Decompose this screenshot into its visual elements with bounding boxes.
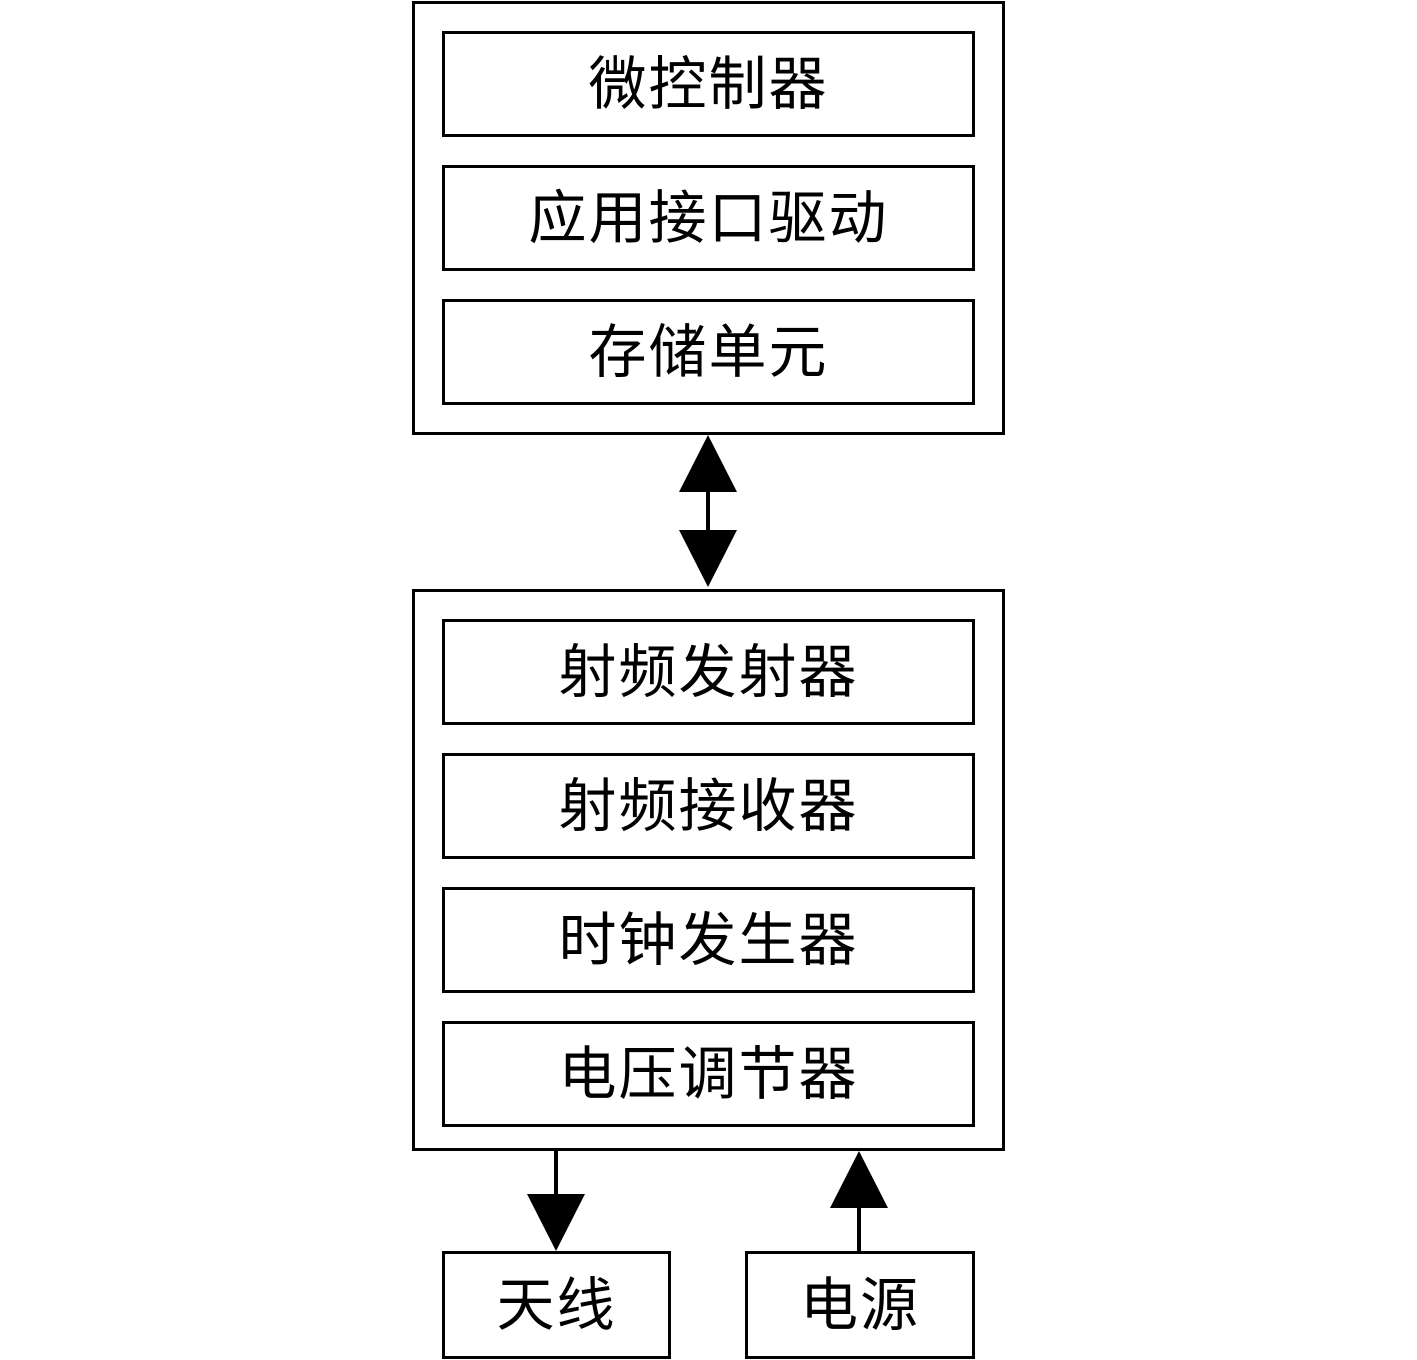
block-label: 天线 xyxy=(496,1271,617,1339)
block-label: 射频发射器 xyxy=(558,638,859,706)
block-app-interface-driver: 应用接口驱动 xyxy=(442,165,975,271)
block-microcontroller: 微控制器 xyxy=(442,31,975,137)
arrow-from-power xyxy=(830,1151,888,1251)
block-rf-receiver: 射频接收器 xyxy=(442,753,975,859)
block-label: 存储单元 xyxy=(588,318,829,386)
block-label: 电源 xyxy=(799,1271,920,1339)
arrow-to-antenna xyxy=(527,1151,585,1251)
block-label: 时钟发生器 xyxy=(558,906,859,974)
bidirectional-arrow xyxy=(679,435,737,587)
block-label: 微控制器 xyxy=(588,50,829,118)
block-storage-unit: 存储单元 xyxy=(442,299,975,405)
block-label: 射频接收器 xyxy=(558,772,859,840)
block-antenna: 天线 xyxy=(442,1251,671,1359)
block-voltage-regulator: 电压调节器 xyxy=(442,1021,975,1127)
block-label: 电压调节器 xyxy=(558,1040,859,1108)
block-label: 应用接口驱动 xyxy=(528,184,889,252)
block-rf-transmitter: 射频发射器 xyxy=(442,619,975,725)
block-power-supply: 电源 xyxy=(745,1251,975,1359)
block-clock-generator: 时钟发生器 xyxy=(442,887,975,993)
